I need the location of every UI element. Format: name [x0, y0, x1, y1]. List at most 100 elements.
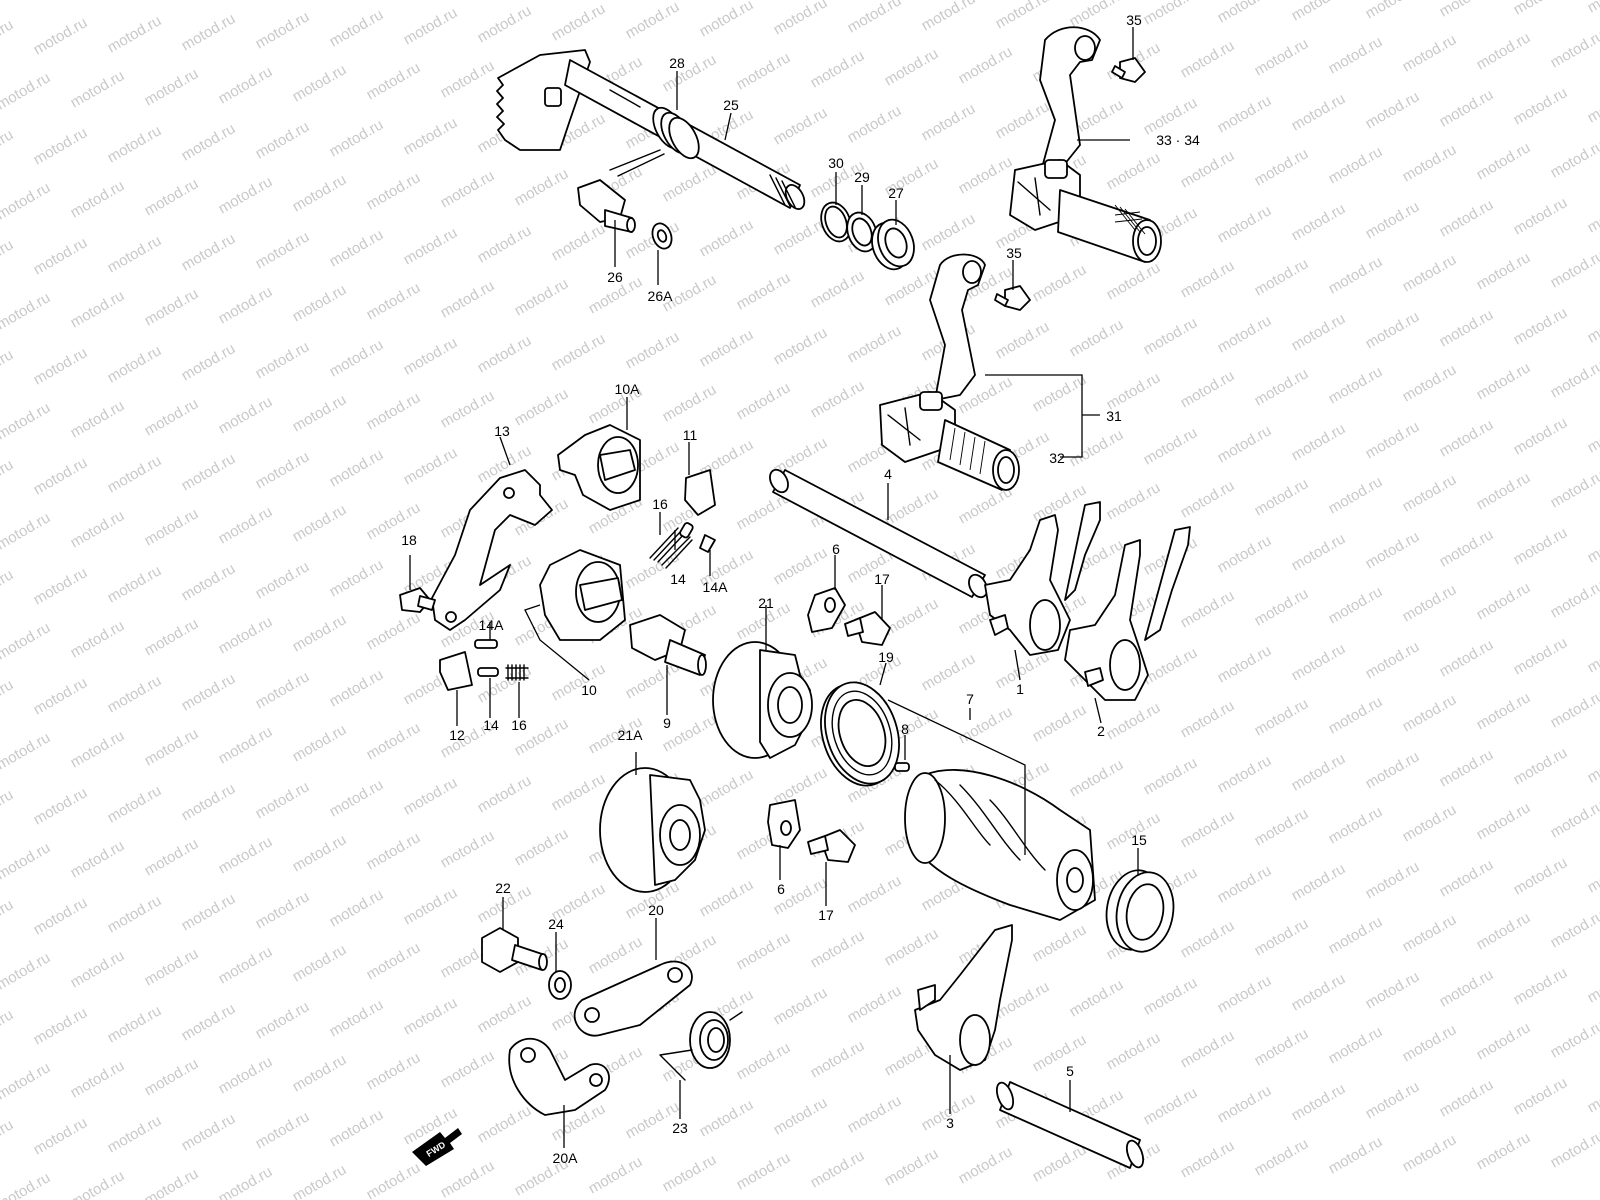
watermark-text: motod.ru — [1289, 530, 1349, 574]
watermark-text: motod.ru — [1215, 422, 1275, 466]
watermark-text: motod.ru — [1326, 693, 1386, 737]
watermark-text: motod.ru — [438, 57, 498, 101]
watermark-text: motod.ru — [0, 1059, 53, 1103]
watermark-text: motod.ru — [68, 0, 128, 1]
callout-6-top: 6 — [832, 541, 840, 557]
watermark-text: motod.ru — [68, 397, 128, 441]
watermark-text: motod.ru — [1474, 689, 1534, 733]
watermark-text: motod.ru — [697, 1096, 757, 1140]
watermark-text: motod.ru — [956, 1143, 1016, 1187]
watermark-text: motod.ru — [0, 179, 53, 223]
watermark-text: motod.ru — [105, 452, 165, 496]
watermark-text: motod.ru — [1400, 251, 1460, 295]
watermark-text: motod.ru — [142, 65, 202, 109]
watermark-text: motod.ru — [1548, 1017, 1600, 1061]
watermark-text: motod.ru — [327, 776, 387, 820]
watermark-text: motod.ru — [771, 764, 831, 808]
watermark-text: motod.ru — [1252, 475, 1312, 519]
watermark-text: motod.ru — [1067, 426, 1127, 470]
watermark-text: motod.ru — [1363, 968, 1423, 1012]
watermark-text: motod.ru — [105, 672, 165, 716]
watermark-text: motod.ru — [1400, 1021, 1460, 1065]
watermark-text: motod.ru — [1437, 306, 1497, 350]
watermark-text: motod.ru — [216, 833, 276, 877]
watermark-text: motod.ru — [290, 391, 350, 435]
callout-11: 11 — [683, 427, 698, 443]
callout-4: 4 — [884, 466, 892, 482]
watermark-text: motod.ru — [364, 829, 424, 873]
watermark-text: motod.ru — [253, 8, 313, 52]
washer-24 — [548, 970, 572, 1000]
watermark-text: motod.ru — [0, 619, 53, 663]
watermark-text: motod.ru — [1178, 807, 1238, 851]
watermark-text: motod.ru — [1585, 192, 1600, 236]
watermark-text: motod.ru — [364, 59, 424, 103]
watermark-text: motod.ru — [438, 277, 498, 321]
watermark-text: motod.ru — [364, 389, 424, 433]
watermark-text: motod.ru — [105, 12, 165, 56]
watermark-text: motod.ru — [808, 267, 868, 311]
watermark-text: motod.ru — [697, 766, 757, 810]
callout-20a: 20A — [553, 1150, 579, 1166]
watermark-text: motod.ru — [216, 723, 276, 767]
cam-driven-gear-10a — [557, 424, 641, 511]
watermark-text: motod.ru — [1252, 365, 1312, 409]
watermark-text: motod.ru — [253, 338, 313, 382]
watermark-text: motod.ru — [1585, 0, 1600, 16]
watermark-text: motod.ru — [142, 285, 202, 329]
watermark-text: motod.ru — [364, 939, 424, 983]
watermark-text: motod.ru — [1585, 82, 1600, 126]
watermark-text: motod.ru — [1289, 640, 1349, 684]
watermark-text: motod.ru — [216, 173, 276, 217]
watermark-text: motod.ru — [1030, 371, 1090, 415]
watermark-text: motod.ru — [1400, 361, 1460, 405]
watermark-text: motod.ru — [1030, 481, 1090, 525]
watermark-text: motod.ru — [31, 344, 91, 388]
watermark-text: motod.ru — [1548, 1127, 1600, 1171]
watermark-text: motod.ru — [1363, 88, 1423, 132]
bolt-9 — [629, 614, 707, 676]
callout-17-top: 17 — [874, 571, 890, 587]
watermark-text: motod.ru — [0, 786, 16, 830]
watermark-text: motod.ru — [697, 216, 757, 260]
watermark-text: motod.ru — [216, 1053, 276, 1097]
watermark-text: motod.ru — [1511, 414, 1571, 458]
watermark-text: motod.ru — [993, 0, 1053, 32]
watermark-text: motod.ru — [1289, 200, 1349, 244]
watermark-text: motod.ru — [31, 1114, 91, 1158]
watermark-text: motod.ru — [1289, 970, 1349, 1014]
watermark-text: motod.ru — [1252, 1025, 1312, 1069]
watermark-text: motod.ru — [216, 503, 276, 547]
watermark-text: motod.ru — [1363, 308, 1423, 352]
arm-20 — [573, 960, 693, 1037]
watermark-text: motod.ru — [1178, 697, 1238, 741]
watermark-text: motod.ru — [0, 949, 53, 993]
watermark-text: motod.ru — [1474, 1019, 1534, 1063]
watermark-text: motod.ru — [1474, 29, 1534, 73]
callout-9: 9 — [663, 715, 671, 731]
watermark-text: motod.ru — [0, 16, 16, 60]
watermark-text: motod.ru — [808, 1147, 868, 1191]
watermark-text: motod.ru — [771, 544, 831, 588]
shift-drum-7 — [904, 769, 1096, 921]
callout-6-bottom: 6 — [777, 881, 785, 897]
watermark-text: motod.ru — [771, 984, 831, 1028]
pin-8 — [894, 762, 910, 772]
watermark-text: motod.ru — [771, 324, 831, 368]
callout-20: 20 — [648, 902, 664, 918]
callout-19: 19 — [878, 649, 894, 665]
watermark-text: motod.ru — [845, 872, 905, 916]
watermark-text: motod.ru — [1326, 143, 1386, 187]
watermark-text: motod.ru — [401, 444, 461, 488]
watermark-text: motod.ru — [475, 772, 535, 816]
callout-26: 26 — [607, 269, 623, 285]
watermark-text: motod.ru — [1585, 962, 1600, 1006]
watermark-text: motod.ru — [290, 171, 350, 215]
watermark-text: motod.ru — [1178, 477, 1238, 521]
watermark-text: motod.ru — [1400, 691, 1460, 735]
watermark-text: motod.ru — [1400, 141, 1460, 185]
watermark-text: motod.ru — [1474, 1129, 1534, 1173]
callout-1: 1 — [1016, 681, 1024, 697]
callout-12: 12 — [449, 727, 465, 743]
